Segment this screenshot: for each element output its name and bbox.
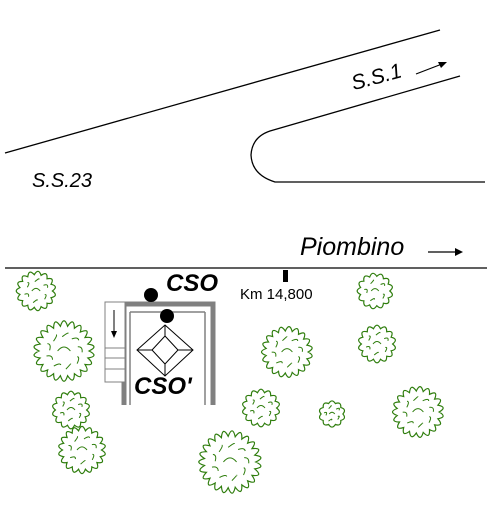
tree-icon (260, 325, 313, 378)
tree-icon (33, 320, 95, 382)
arrow-right-icon (428, 248, 463, 256)
tree-icon (58, 425, 106, 475)
stair-icon (104, 301, 126, 383)
km-marker-icon (283, 270, 288, 282)
arrow-right-icon (415, 62, 447, 75)
diamond-symbol-icon (136, 324, 194, 377)
tree-icon (356, 272, 393, 310)
ss23-road-label: S.S.23 (32, 170, 93, 192)
road-ss1-ramp (250, 75, 485, 183)
km-marker-label: Km 14,800 (240, 286, 313, 303)
cso-prime-label: CSO' (134, 373, 192, 400)
tree-icon (391, 385, 444, 438)
piombino-direction-label: Piombino (300, 233, 405, 261)
tree-icon (198, 430, 262, 494)
station-dot-icon (160, 309, 174, 323)
station-dot-icon (144, 288, 158, 302)
tree-icon (242, 388, 280, 428)
trees-layer (15, 270, 444, 494)
tree-icon (358, 324, 396, 364)
cso-label: CSO (166, 270, 219, 297)
tree-icon (318, 400, 346, 428)
road-ss23-edge (4, 29, 441, 154)
tree-icon (52, 390, 90, 430)
tree-icon (15, 270, 56, 312)
